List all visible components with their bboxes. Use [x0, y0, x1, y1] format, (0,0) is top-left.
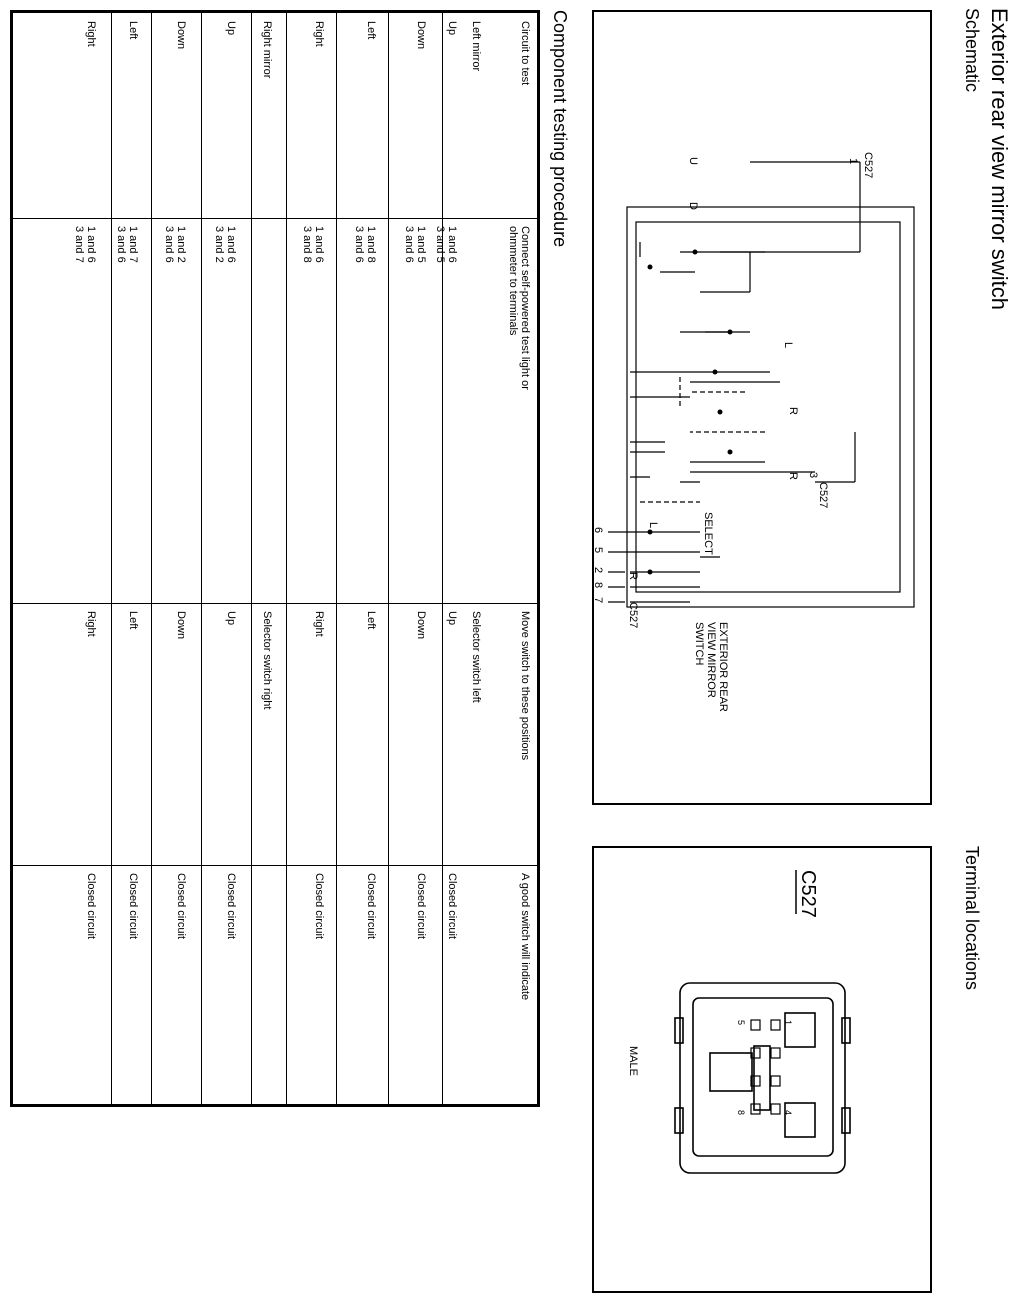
- schematic-label-select: SELECT: [702, 512, 714, 555]
- switch-housing-outer: [626, 206, 915, 608]
- schematic-pin-5: 5: [592, 547, 604, 553]
- row-1-circuit: Left mirror Up: [446, 21, 482, 72]
- testing-table: Circuit to test Connect self-powered tes…: [10, 10, 540, 1107]
- row-4-circuit: Right: [313, 21, 325, 47]
- row-4-position: Right: [313, 611, 325, 637]
- schematic-switch-name: EXTERIOR REARVIEW MIRRORSWITCH: [693, 622, 729, 712]
- schematic-label-r-1: R: [787, 407, 799, 415]
- connector-diagram: C527 1 4: [627, 870, 851, 1174]
- row-7-result: Closed circuit: [175, 873, 187, 940]
- row-9-result: Closed circuit: [85, 873, 97, 940]
- schematic-heading: Schematic: [962, 8, 982, 93]
- connector-pin-4: 4: [783, 1110, 793, 1115]
- row-7-position: Down: [175, 611, 187, 640]
- row-8-result: Closed circuit: [127, 873, 139, 940]
- schematic-label-d-1: D: [687, 202, 699, 210]
- schematic-panel: U D L R R SELECT L R C527 1 3 C527 C527 …: [592, 10, 932, 805]
- schematic-connector-right: C527: [817, 482, 829, 508]
- row-2-circuit: Down: [415, 21, 427, 50]
- schematic-pin-8: 8: [592, 582, 604, 588]
- connector-gender: MALE: [627, 1046, 639, 1076]
- row-1-terminals: 1 and 6 3 and 5: [434, 226, 458, 263]
- row-8-position: Left: [127, 611, 139, 630]
- terminal-locations-panel: C527 1 4: [592, 846, 932, 1293]
- header-terminals: Connect self-powered test light or ohmme…: [507, 226, 531, 390]
- row-2-position: Down: [415, 611, 427, 640]
- schematic-label-r-2: R: [787, 472, 799, 480]
- row-6-result: Closed circuit: [225, 873, 237, 940]
- terminal-locations-heading: Terminal locations: [962, 846, 982, 991]
- row-1-result: Closed circuit: [446, 873, 458, 940]
- page-title: Exterior rear view mirror switch: [987, 8, 1012, 310]
- row-2-result: Closed circuit: [415, 873, 427, 940]
- schematic-label-l-1: L: [782, 342, 794, 348]
- row-7-terminals: 1 and 2 3 and 6: [163, 226, 187, 263]
- row-3-terminals: 1 and 8 3 and 6: [353, 226, 377, 263]
- schematic-diagram: U D L R R SELECT L R C527 1 3 C527 C527 …: [592, 152, 915, 712]
- header-circuit: Circuit to test: [519, 21, 531, 86]
- row-8-circuit: Left: [127, 21, 139, 40]
- row-5-position: Selector switch right: [261, 611, 273, 710]
- schematic-pin-2: 2: [592, 567, 604, 573]
- switch-housing-inner: [635, 221, 901, 593]
- schematic-label-r-3: R: [627, 572, 639, 580]
- row-6-terminals: 1 and 6 3 and 2: [213, 226, 237, 263]
- schematic-label-u-1: U: [687, 157, 699, 165]
- schematic-pin-6: 6: [592, 527, 604, 533]
- terminal-connector-id: C527: [797, 870, 819, 918]
- row-7-circuit: Down: [175, 21, 187, 50]
- testing-heading: Component testing procedure: [550, 10, 570, 248]
- row-6-position: Up: [225, 611, 237, 626]
- schematic-label-l-2: L: [647, 522, 659, 528]
- connector-pin-8: 8: [736, 1110, 746, 1115]
- row-9-position: Right: [85, 611, 97, 637]
- schematic-pin-3: 3: [807, 472, 819, 478]
- row-3-result: Closed circuit: [365, 873, 377, 940]
- header-result: A good switch will indicate: [519, 873, 531, 1001]
- row-6-circuit: Up: [225, 21, 237, 36]
- schematic-connector-top: C527: [862, 152, 874, 178]
- row-4-terminals: 1 and 6 3 and 8: [301, 226, 325, 263]
- connector-pin-5: 5: [736, 1020, 746, 1025]
- row-9-terminals: 1 and 6 3 and 7: [73, 226, 97, 263]
- schematic-connector-bottom: C527: [627, 602, 639, 628]
- row-3-circuit: Left: [365, 21, 377, 40]
- row-9-circuit: Right: [85, 21, 97, 47]
- schematic-pin-7: 7: [592, 597, 604, 603]
- row-4-result: Closed circuit: [313, 873, 325, 940]
- row-5-circuit: Right mirror: [261, 21, 273, 79]
- connector-pin-1: 1: [783, 1020, 793, 1025]
- header-position: Move switch to these positions: [519, 611, 531, 761]
- schematic-pin-1: 1: [847, 158, 859, 164]
- row-8-terminals: 1 and 7 3 and 6: [115, 226, 139, 263]
- row-1-position: Selector switch left Up: [446, 611, 482, 703]
- row-2-terminals: 1 and 5 3 and 6: [403, 226, 427, 263]
- row-3-position: Left: [365, 611, 377, 630]
- connector-body: [679, 982, 846, 1174]
